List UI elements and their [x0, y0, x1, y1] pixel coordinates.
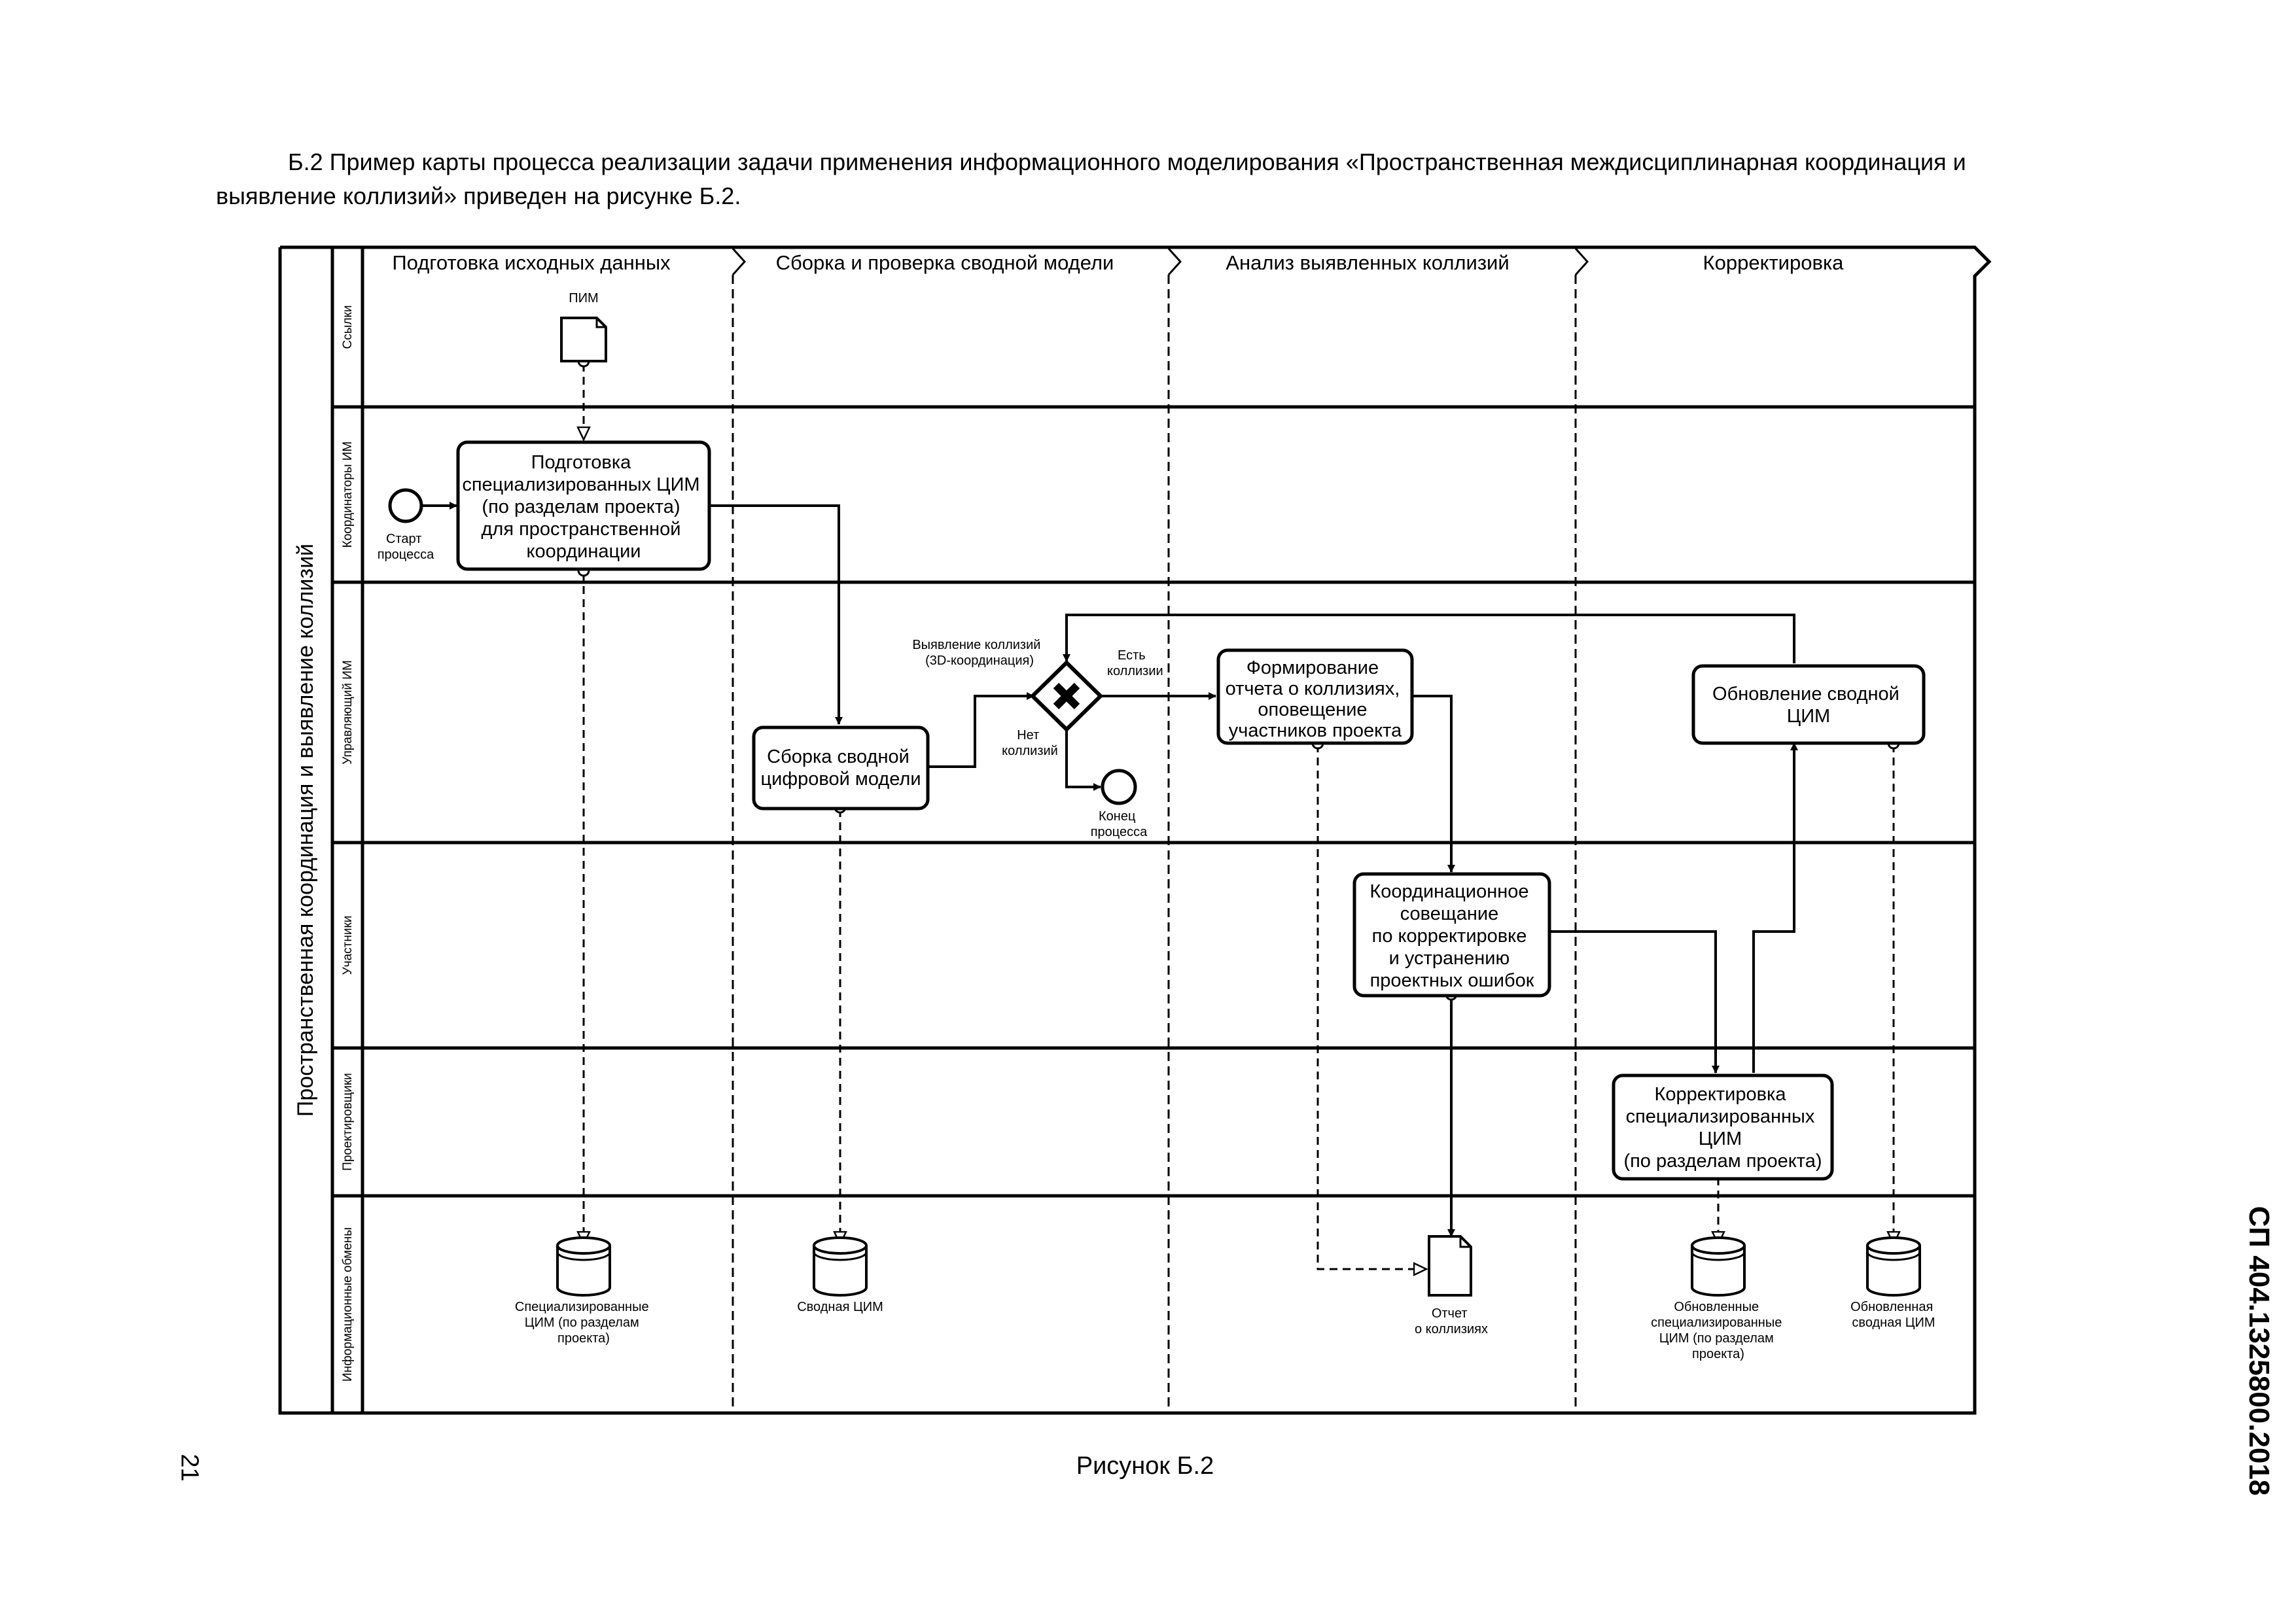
sequence-flows: [421, 502, 1798, 1237]
lane-titles: Ссылки Координаторы ИМ Управляющий ИМ Уч…: [341, 305, 355, 1382]
svg-text:Подготовка специализиров: Подготовка специализированных ЦИМ (по ра…: [462, 452, 705, 562]
document-code: СП 404.1325800.2018: [2243, 1206, 2275, 1496]
gateway-labels: Выявление коллизий (3D-координация) Есть…: [912, 638, 1163, 758]
svg-text:Выявление коллизий (3D-к: Выявление коллизий (3D-координация): [912, 638, 1044, 668]
svg-text:Конец процесса: Конец процесса: [1091, 809, 1148, 839]
svg-text:ПИМ: ПИМ: [569, 291, 598, 305]
pim-document-icon: ПИМ: [560, 291, 607, 362]
task-assemble-model: Сборка сводной цифровой модели: [752, 725, 930, 811]
exclusive-gateway: [1029, 659, 1104, 733]
data-associations: [584, 364, 1894, 1269]
svg-text:Сборка сводной цифровой: Сборка сводной цифровой модели: [760, 746, 921, 790]
lane-title-exchanges: Информационные обмены: [341, 1227, 355, 1382]
task-update-model: Обновление сводной ЦИМ: [1691, 664, 1926, 745]
lane-title-coordinators: Координаторы ИМ: [341, 442, 355, 548]
lane-title-participants: Участники: [341, 916, 355, 975]
task-coordination-meeting: Координационное совещание по корректиров…: [1352, 872, 1551, 998]
figure-caption: Рисунок Б.2: [1076, 1452, 1214, 1480]
intro-paragraph: Б.2 Пример карты процесса реализации зад…: [216, 148, 1966, 209]
svg-text:Есть коллизии: Есть коллизии: [1107, 648, 1163, 678]
svg-text:Обновленная сводная ЦИМ: Обновленная сводная ЦИМ: [1850, 1300, 1937, 1330]
phase-title-2: Сборка и проверка сводной модели: [776, 251, 1114, 274]
database-specialized-models: Специализированные ЦИМ (по разделам прое…: [515, 1236, 652, 1346]
task-collision-report: Формирование отчета о коллизиях, оповеще…: [1216, 648, 1414, 745]
svg-text:Старт процесса: Старт процесса: [378, 532, 434, 562]
svg-text:Специализированные ЦИМ (: Специализированные ЦИМ (по разделам прое…: [515, 1300, 652, 1346]
task-correct-models: Корректировка специализированных ЦИМ (по…: [1612, 1073, 1834, 1181]
svg-text:Нет коллизий: Нет коллизий: [1002, 728, 1058, 758]
lane-title-references: Ссылки: [341, 305, 355, 349]
lane-separators: [332, 405, 1975, 1198]
end-event: Конец процесса: [1091, 769, 1148, 839]
start-event: Старт процесса: [378, 488, 434, 562]
database-updated-summary-model: Обновленная сводная ЦИМ: [1850, 1236, 1937, 1330]
page-number: 21: [175, 1454, 203, 1482]
svg-text:Отчет о коллизиях: Отчет о коллизиях: [1415, 1306, 1488, 1336]
svg-text:Обновление сводной ЦИМ: Обновление сводной ЦИМ: [1712, 684, 1905, 727]
svg-text:Сводная ЦИМ: Сводная ЦИМ: [797, 1300, 883, 1314]
phase-title-1: Подготовка исходных данных: [392, 251, 671, 274]
database-updated-specialized-models: Обновленные специализированные ЦИМ (по р…: [1651, 1236, 1786, 1361]
phase-separators: [732, 247, 1589, 1413]
phase-title-3: Анализ выявленных коллизий: [1226, 251, 1509, 274]
collision-report-document-icon: Отчет о коллизиях: [1415, 1235, 1488, 1336]
pool-title: Пространственная координация и выявление…: [293, 544, 318, 1117]
pool-frame: [278, 245, 1992, 1415]
phase-title-4: Корректировка: [1703, 251, 1845, 274]
phase-titles: Подготовка исходных данных Сборка и пров…: [392, 251, 1844, 274]
database-summary-model: Сводная ЦИМ: [797, 1236, 883, 1314]
svg-text:Корректировка специализи: Корректировка специализированных ЦИМ (по…: [1623, 1084, 1822, 1172]
task-prepare-models: Подготовка специализированных ЦИМ (по ра…: [456, 440, 711, 571]
svg-text:Координационное совещани: Координационное совещание по корректиров…: [1369, 881, 1534, 991]
lane-title-manager: Управляющий ИМ: [341, 660, 355, 765]
lane-title-designers: Проектировщики: [341, 1073, 355, 1171]
svg-text:Формирование отчета о ко: Формирование отчета о коллизиях, оповеще…: [1226, 657, 1405, 741]
svg-text:Обновленные специализиро: Обновленные специализированные ЦИМ (по р…: [1651, 1300, 1786, 1361]
